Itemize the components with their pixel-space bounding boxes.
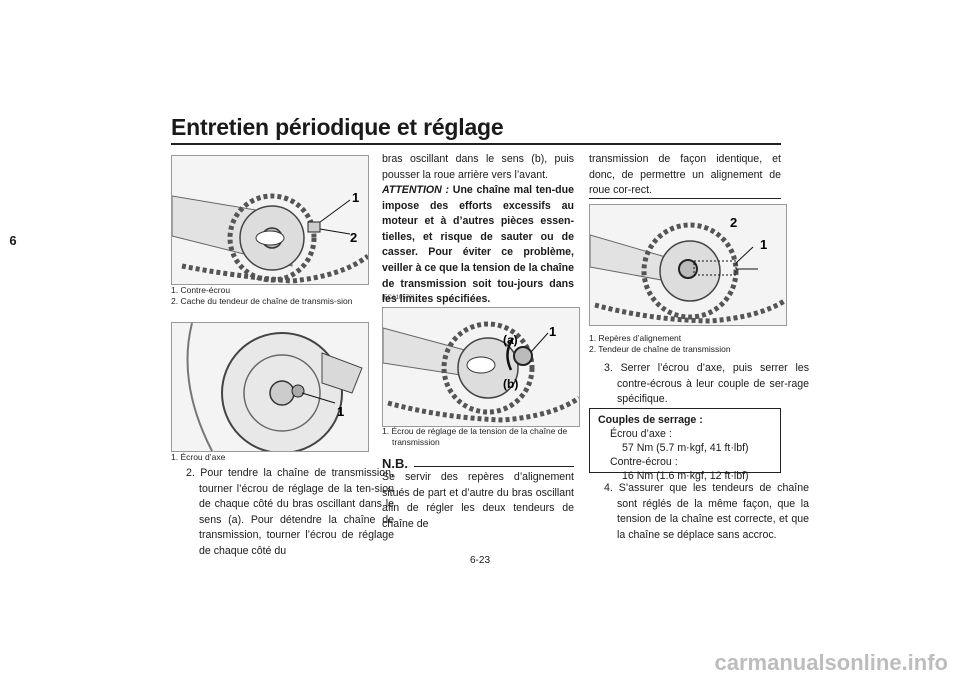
attention-notice: ATTENTION : Une chaîne mal ten-due impos… — [382, 184, 574, 306]
figure-caption: 1. Contre-écrou 2. Cache du tendeur de c… — [171, 285, 353, 306]
label-a: (a) — [503, 333, 518, 347]
torque-spec-box: Couples de serrage : Écrou d’axe : 57 Nm… — [589, 408, 781, 482]
label-1: 1 — [352, 190, 359, 205]
page-number: 6-23 — [469, 555, 490, 566]
label-1: 1 — [760, 237, 767, 252]
nb-title: N.B. — [382, 456, 408, 471]
figure-alignment-marks: 2 1 — [589, 204, 787, 326]
figure-chain-adjuster: 1 2 — [171, 155, 369, 285]
figure-caption: 1. Écrou d’axe — [171, 452, 226, 462]
torque-item-label: Contre-écrou : — [610, 456, 678, 468]
step-4-text: 4. S’assurer que les tendeurs de chaîne … — [604, 482, 809, 541]
torque-item-value: 16 Nm (1.6 m·kgf, 12 ft·lbf) — [622, 470, 749, 482]
figure-caption: 1. Écrou de réglage de la tension de la … — [382, 426, 568, 447]
page-title: Entretien périodique et réglage — [171, 114, 504, 140]
figure-caption: 1. Repères d’alignement 2. Tendeur de ch… — [589, 333, 731, 354]
torque-title: Couples de serrage : — [598, 414, 703, 426]
divider — [589, 198, 781, 199]
nb-continuation: transmission de façon identique, et donc… — [589, 153, 781, 197]
warning-code: [FCA10572] — [382, 295, 415, 301]
nb-rule — [414, 466, 574, 467]
watermark: carmanualsonline.info — [714, 650, 949, 675]
title-rule — [171, 143, 781, 145]
nb-text: Se servir des repères d’alignement situé… — [382, 471, 574, 530]
label-2: 2 — [730, 215, 737, 230]
figure-axle-nut: 1 — [171, 322, 369, 452]
torque-item-value: 57 Nm (5.7 m·kgf, 41 ft·lbf) — [622, 442, 749, 454]
label-1: 1 — [337, 404, 344, 419]
step-2-text: 2. Pour tendre la chaîne de transmission… — [186, 467, 394, 557]
label-b: (b) — [503, 377, 518, 391]
figure-adjusting-nut: (a) 1 (b) — [382, 307, 580, 427]
chapter-tab: 6 — [0, 230, 26, 252]
torque-item-label: Écrou d’axe : — [610, 428, 672, 440]
label-1: 1 — [549, 324, 556, 339]
step-3-text: 3. Serrer l’écrou d’axe, puis serrer les… — [604, 362, 809, 406]
step-2-continuation: bras oscillant dans le sens (b), puis po… — [382, 153, 574, 181]
label-2: 2 — [350, 230, 357, 245]
